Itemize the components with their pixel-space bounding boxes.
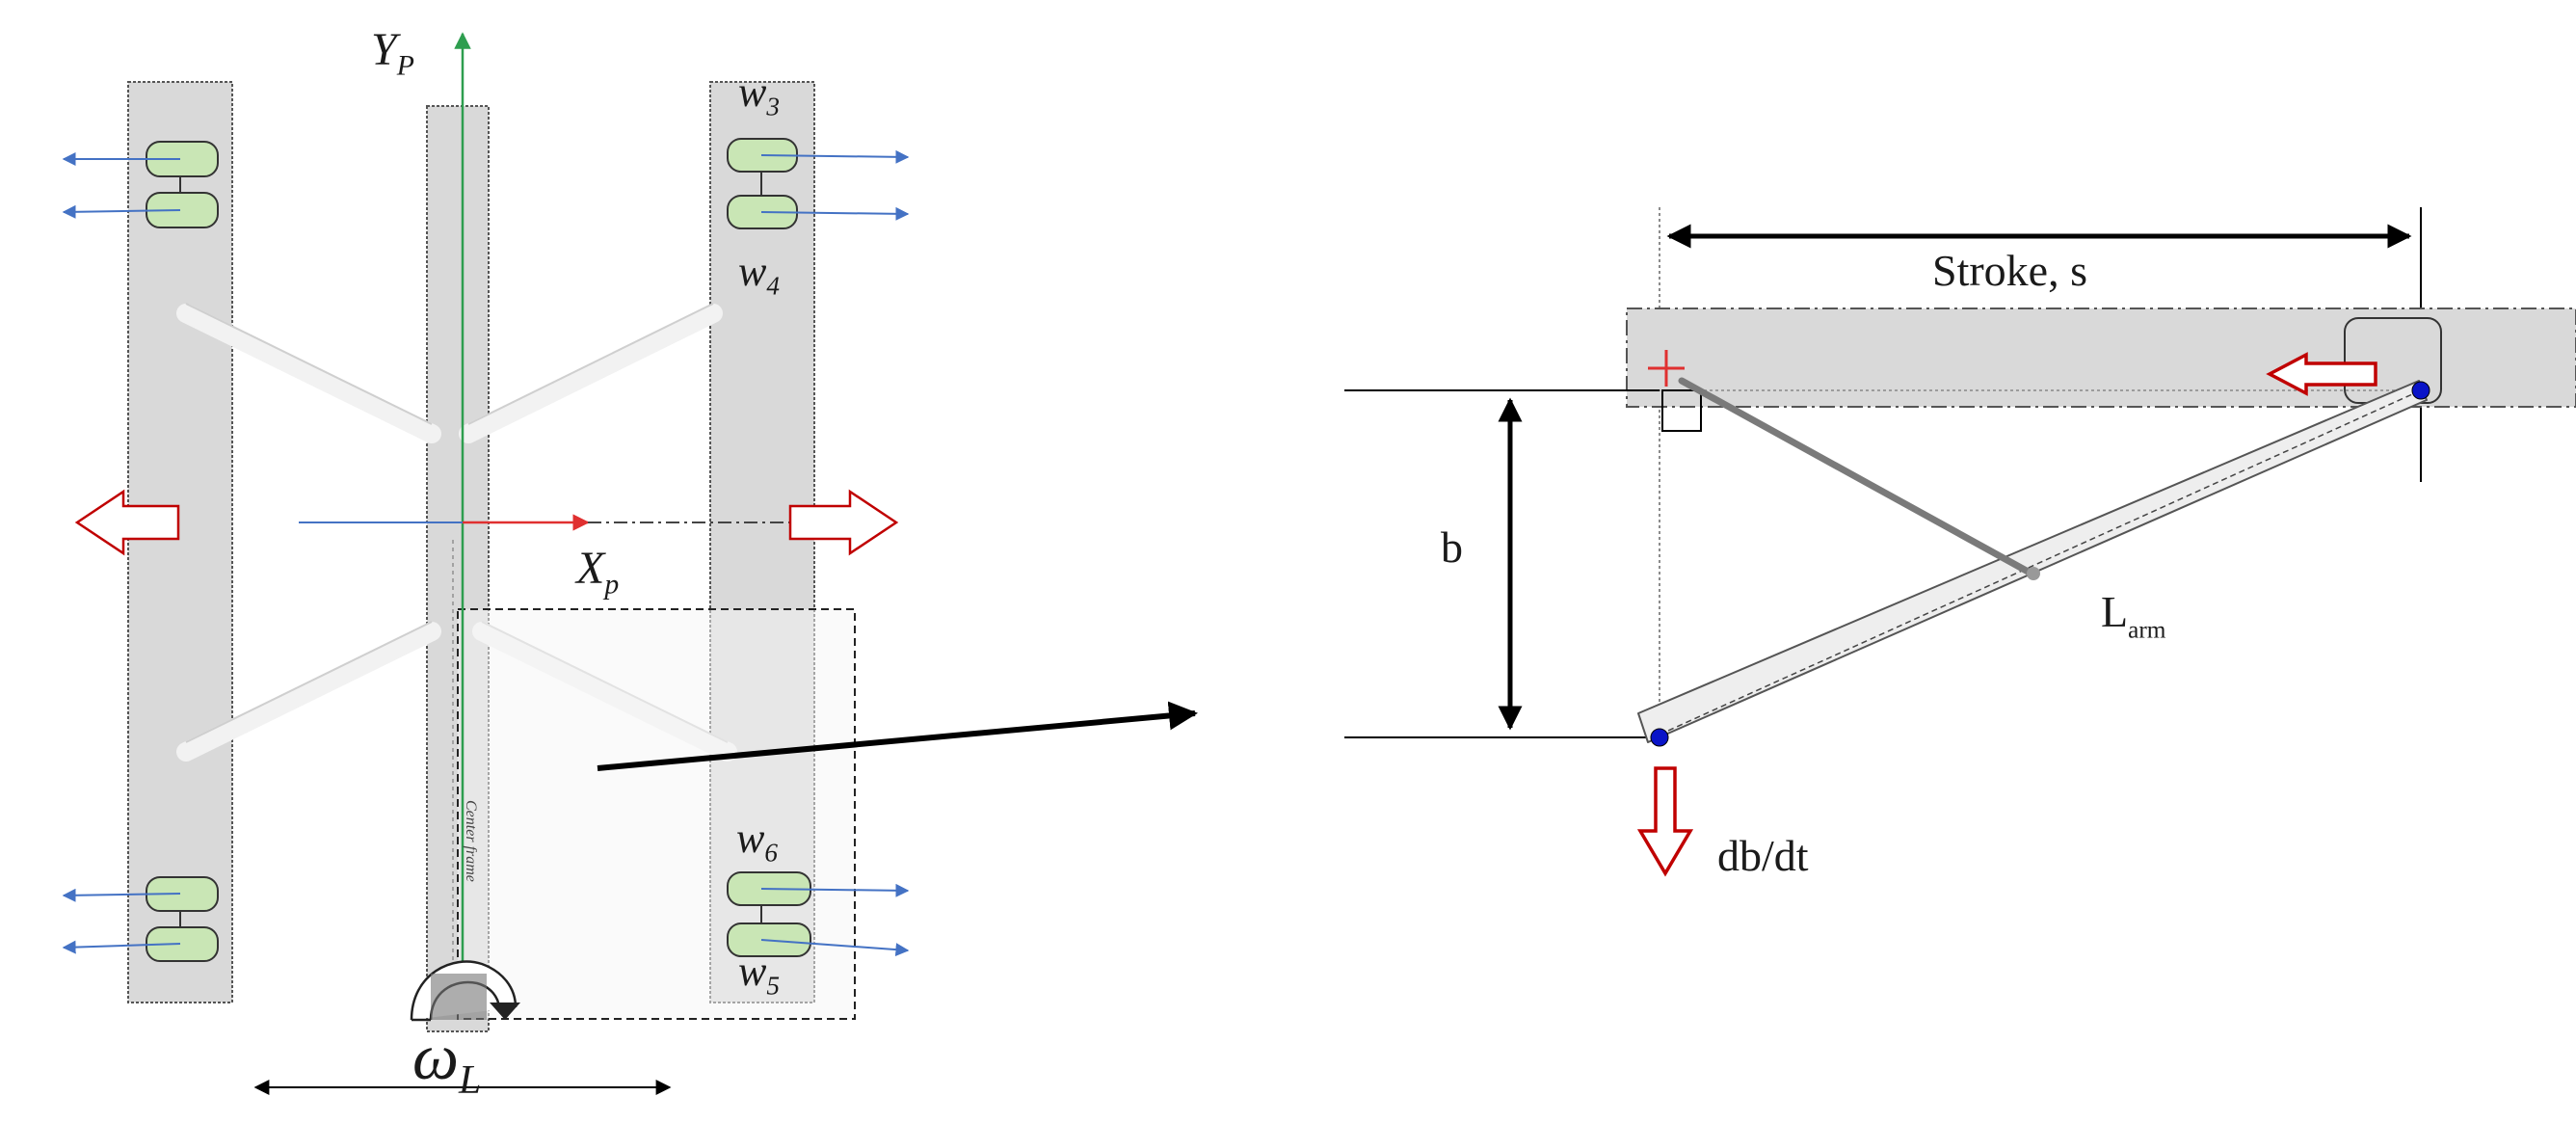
wheel-pair-left-bottom	[62, 876, 219, 962]
zoom-pointer-arrow	[597, 701, 1198, 771]
left-side-frame	[127, 81, 233, 1003]
omega-label: ωL	[412, 1020, 482, 1103]
left-push-arrow	[74, 489, 180, 556]
connecting-rod	[1678, 377, 2035, 577]
center-frame-label: Center frame	[463, 800, 479, 882]
db-dt-label: db/dt	[1717, 831, 1809, 880]
wheel-pair-right-top	[727, 138, 910, 229]
pivot-top	[2411, 381, 2430, 400]
right-push-arrow	[788, 489, 899, 556]
db-dt-arrow	[1636, 766, 1694, 877]
l-arm-label: Larm	[2101, 587, 2166, 644]
wheel-label-w4: w4	[738, 248, 780, 301]
wheel-pair-right-bottom	[727, 871, 910, 957]
y-axis-label: YP	[371, 24, 414, 82]
b-label: b	[1441, 522, 1463, 572]
arm-link	[1637, 380, 2428, 743]
rotation-arrow-icon	[410, 960, 520, 1022]
pivot-bottom	[1650, 728, 1669, 747]
x-axis-label: Xp	[576, 543, 620, 601]
slide-direction-arrow	[2266, 352, 2377, 396]
wheel-pair-left-top	[62, 141, 219, 228]
zoom-region-box	[457, 608, 856, 1020]
wheel-label-w6: w6	[736, 815, 778, 868]
stroke-label: Stroke, s	[1932, 246, 2087, 295]
wheel-label-w3: w3	[738, 68, 780, 121]
wheel-label-w5: w5	[738, 948, 780, 1001]
